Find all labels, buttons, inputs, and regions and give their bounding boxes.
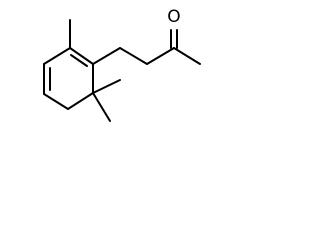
bond-chain-2 xyxy=(119,47,148,65)
bond-methyl-lower-2 xyxy=(92,92,111,122)
bond-methyl-lower-1 xyxy=(92,79,121,94)
bond-chain-3 xyxy=(146,47,175,65)
bond-ring-bottom-right xyxy=(67,92,94,110)
substituents xyxy=(69,19,201,122)
bond-ring-top-right xyxy=(69,47,94,65)
bond-ring-bottom-left xyxy=(43,93,69,110)
bond-terminal-methyl xyxy=(173,47,201,65)
double-bond-inner-top xyxy=(70,54,88,67)
oxygen-label: O xyxy=(167,7,180,27)
bond-chain-1 xyxy=(92,47,121,65)
chemical-structure: O xyxy=(43,7,201,122)
ring xyxy=(43,47,94,110)
bond-ring-top xyxy=(43,47,71,65)
